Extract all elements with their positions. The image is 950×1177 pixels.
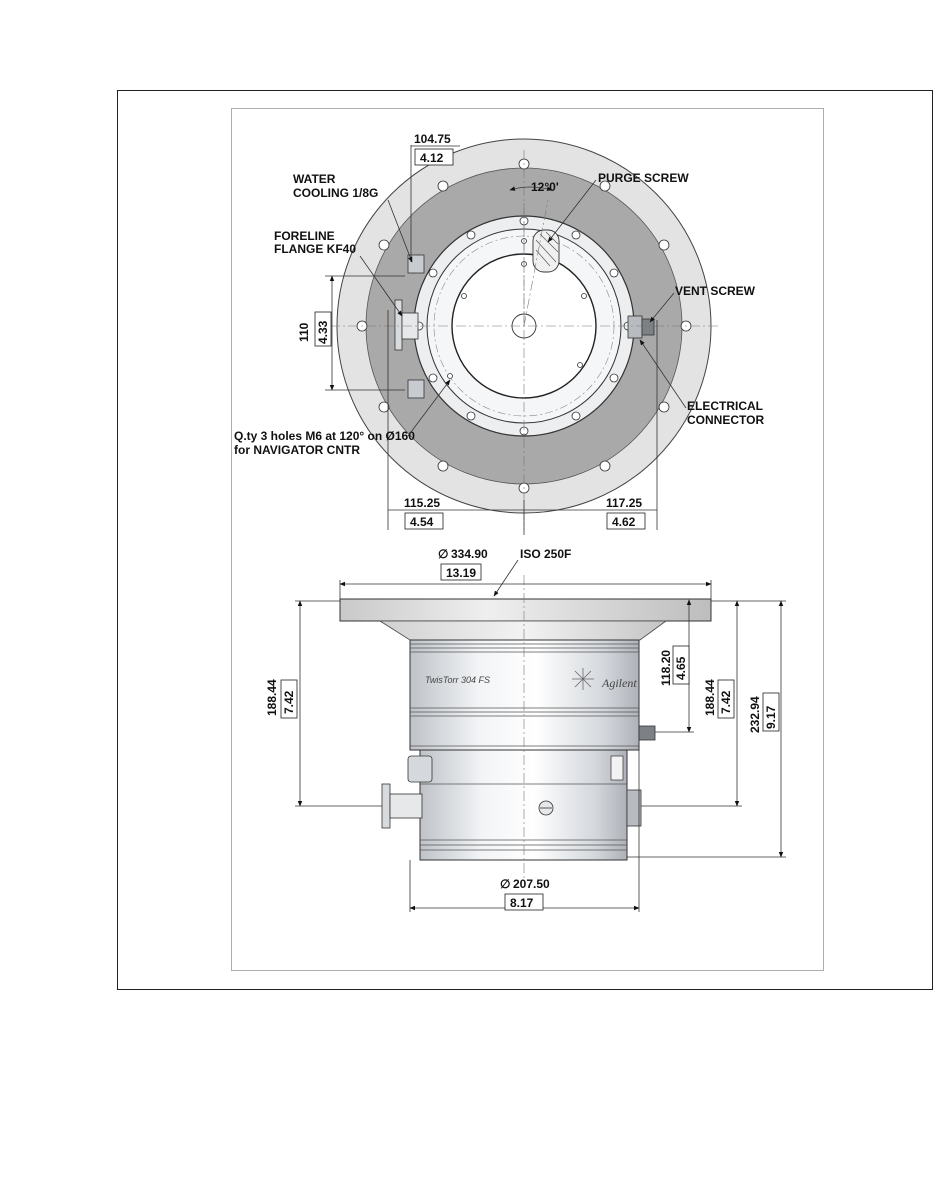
purge-screw-section <box>533 230 559 272</box>
mid-h-mm: 118.20 <box>659 650 673 686</box>
callout-water-2: COOLING 1/8G <box>293 186 378 200</box>
spark-logo-icon <box>572 668 594 690</box>
side-water-fitting <box>408 756 432 782</box>
left-h-in: 7.42 <box>282 690 296 714</box>
dim-left-in: 4.33 <box>316 320 330 344</box>
right-h-mm: 188.44 <box>703 679 717 716</box>
callout-electrical-1: ELECTRICAL <box>687 399 763 413</box>
left-h-mm: 188.44 <box>265 679 279 716</box>
dim-top-in: 4.12 <box>420 151 444 165</box>
product-label: TwisTorr 304 FS <box>425 675 490 685</box>
base-dia-symbol: ∅ <box>500 877 510 891</box>
iso-flange-plate <box>340 599 711 621</box>
total-h-mm: 232.94 <box>748 696 762 733</box>
right-h-in: 7.42 <box>719 690 733 714</box>
holes-note-1: Q.ty 3 holes M6 at 120° on Ø160 <box>234 429 415 443</box>
flange-dia-symbol: ∅ <box>438 547 448 561</box>
dim-bottom-left-in: 4.54 <box>410 515 434 529</box>
callout-water-1: WATER <box>293 172 336 186</box>
base-dia-in: 8.17 <box>510 896 534 910</box>
vent-electrical-connector <box>628 316 654 338</box>
angle-label: 12°0' <box>531 180 559 194</box>
callout-foreline-2: FLANGE KF40 <box>274 242 356 256</box>
brand-label: Agilent <box>601 676 637 690</box>
dim-bottom-right-mm: 117.25 <box>606 496 642 510</box>
lower-body <box>420 750 627 860</box>
dim-left-mm: 110 <box>297 322 311 342</box>
flange-label: ISO 250F <box>520 547 571 561</box>
callout-electrical-2: CONNECTOR <box>687 413 764 427</box>
side-view: TwisTorr 304 FS Agilent ∅ 334.90 13.19 I… <box>265 547 786 912</box>
flange-dia-in: 13.19 <box>446 566 476 580</box>
upper-body <box>410 640 639 750</box>
mid-h-in: 4.65 <box>674 656 688 680</box>
holes-note-2: for NAVIGATOR CNTR <box>234 443 360 457</box>
dim-bottom-left-mm: 115.25 <box>404 496 440 510</box>
base-dia-mm: 207.50 <box>513 877 550 891</box>
top-view: 12°0' 104.75 4.12 110 4.33 115.25 4.54 1… <box>234 132 764 535</box>
side-plate <box>611 756 623 780</box>
dim-top-mm: 104.75 <box>414 132 451 146</box>
flange-cone <box>380 621 666 640</box>
callout-vent: VENT SCREW <box>675 284 756 298</box>
callout-purge: PURGE SCREW <box>598 171 689 185</box>
total-h-in: 9.17 <box>764 705 778 729</box>
dim-bottom-right-in: 4.62 <box>612 515 636 529</box>
side-foreline-flange <box>382 784 390 828</box>
callout-foreline-1: FORELINE <box>274 229 335 243</box>
side-vent-screw <box>639 726 655 740</box>
flange-dia-mm: 334.90 <box>451 547 488 561</box>
